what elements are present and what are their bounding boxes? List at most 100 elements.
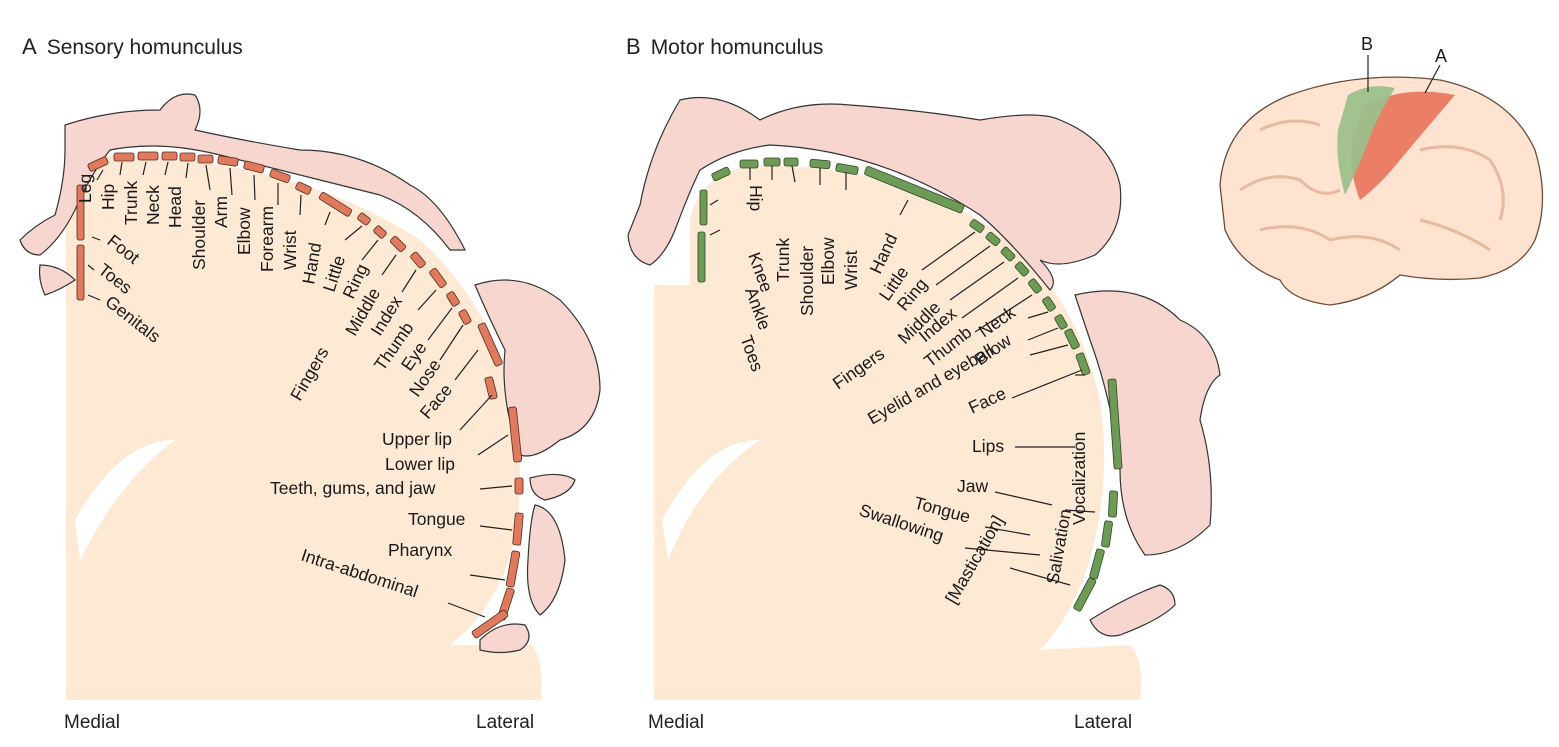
brain-gyrus: [1419, 218, 1491, 252]
brain-motor-strip: [1337, 86, 1395, 195]
panel-a-leader-lines: [87, 161, 513, 618]
panel-a-label-elbow: Elbow: [234, 207, 254, 255]
panel-a-segment: [161, 151, 178, 161]
panel-a-leader: [417, 289, 437, 311]
panel-a-label-shoulder: Shoulder: [189, 200, 209, 270]
panel-a-leader: [447, 602, 486, 618]
panel-b-figure-head: [1074, 290, 1221, 556]
panel-a-segment: [197, 154, 214, 164]
panel-a-leader: [361, 239, 379, 261]
panel-b-figure-throat: [1089, 584, 1176, 637]
panel-b-segment: [699, 189, 708, 226]
panel-a-leader: [164, 161, 169, 176]
panel-a-label-teeth: Teeth, gums, and jaw: [270, 478, 436, 498]
panel-a-leader: [479, 525, 513, 531]
panel-b-leader: [921, 231, 976, 271]
panel-a-label-hip: Hip: [98, 184, 118, 210]
panel-b-segment: [864, 166, 965, 214]
brain-label-a-leader: [1424, 64, 1441, 94]
panel-b-label-jaw: Jaw: [957, 476, 988, 496]
panel-a-leader: [142, 161, 147, 176]
panel-a-segment: [446, 291, 460, 307]
panel-b-segment: [1089, 548, 1105, 580]
panel-a-leader: [479, 485, 513, 490]
panel-a-leader: [205, 164, 211, 191]
panel-b-label-hip: Hip: [746, 185, 766, 211]
panel-a-cortex: [66, 155, 542, 700]
panel-a-leader: [459, 394, 493, 431]
panel-b-cortex: [654, 165, 1142, 700]
panel-b-leader: [1027, 311, 1049, 319]
panel-b-tissue: [654, 165, 1142, 700]
brain-gyrus: [1239, 175, 1341, 195]
panel-a-leader: [401, 269, 417, 293]
panel-b-segment: [1000, 246, 1016, 262]
panel-a-leader: [439, 324, 464, 361]
panel-b-leader-lines: [709, 165, 1096, 586]
panel-b-label-lips: Lips: [972, 436, 1004, 456]
panel-a-label-arm: Arm: [211, 196, 231, 228]
panel-a-segment: [410, 251, 426, 269]
panel-a-segment: [512, 512, 524, 546]
panel-a-figure-jaw: [529, 473, 576, 501]
panel-a-segment: [505, 550, 521, 588]
panel-b-segment: [809, 158, 831, 170]
panel-a-label-forearm: Forearm: [257, 206, 277, 272]
panel-b-segment: [763, 157, 781, 167]
panel-a-title-text: Sensory homunculus: [46, 36, 243, 59]
panel-a-label-tongue: Tongue: [408, 509, 465, 529]
panel-a-label-wrist: Wrist: [280, 230, 300, 270]
panel-a-lateral-label: Lateral: [476, 712, 535, 733]
panel-b-leader: [1009, 567, 1071, 586]
panel-a-label-upper-lip: Upper lip: [382, 429, 452, 449]
panel-a-ventricle: [75, 440, 175, 560]
panel-a-segment: [507, 406, 523, 463]
panel-a-figure-tongue: [526, 504, 566, 616]
panel-a-leader: [91, 236, 101, 241]
panel-a-segment: [357, 212, 371, 226]
panel-b-leader: [791, 165, 796, 183]
panel-a-leader: [119, 161, 123, 176]
panel-b-segment: [969, 219, 985, 233]
panel-b-segment: [1014, 261, 1030, 277]
panel-a-figure-intestine: [479, 623, 530, 654]
panel-a-leader: [229, 167, 233, 196]
panel-b-leader: [984, 526, 1031, 536]
panel-b-leader: [709, 229, 721, 236]
panel-a-figure-body: [19, 93, 466, 256]
panel-b-segment: [1101, 520, 1113, 548]
panel-b-segment: [1027, 278, 1043, 294]
panel-b-label-shoulder: Shoulder: [797, 246, 817, 316]
panel-a-segment: [243, 160, 265, 174]
panel-b-label-elbow: Elbow: [818, 237, 838, 285]
panel-b-medial-label: Medial: [648, 712, 704, 733]
panel-a-leader: [185, 162, 189, 179]
panel-a-leader: [324, 211, 331, 226]
brain-outline: [1219, 76, 1544, 306]
panel-b-label-trunk: Trunk: [773, 238, 793, 282]
panel-a-segment: [471, 609, 509, 639]
panel-a-leader: [381, 254, 397, 276]
panel-b-ventricle: [662, 440, 760, 560]
panel-b-leader: [1029, 344, 1069, 356]
panel-a-tissue: [66, 155, 542, 700]
brain-label-a: A: [1435, 46, 1447, 66]
panel-a-segment: [113, 152, 135, 162]
panel-b-segment: [783, 157, 799, 167]
panel-a-segment: [137, 151, 159, 161]
panel-b-leader: [935, 245, 991, 286]
panel-a-segment: [477, 322, 503, 367]
panel-a-leader: [87, 294, 101, 301]
panel-a-label-leg: Leg: [75, 174, 95, 203]
brain-label-b: B: [1361, 34, 1373, 54]
panel-a-label-lower-lip: Lower lip: [385, 454, 455, 474]
panel-a-segment: [514, 477, 524, 495]
panel-a-figure-foot: [38, 264, 76, 296]
panel-b-figure-body: [627, 96, 1122, 291]
panel-a-leader: [87, 264, 95, 271]
panel-b-leader: [961, 277, 1019, 319]
panel-a-figure: [19, 93, 601, 654]
panel-a-segment: [484, 376, 498, 400]
